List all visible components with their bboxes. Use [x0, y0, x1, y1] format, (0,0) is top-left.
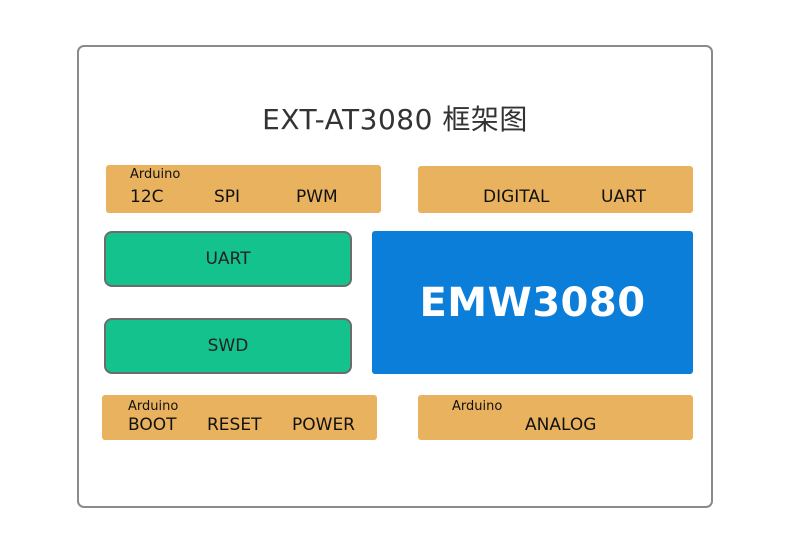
pin-label-digital: DIGITAL: [483, 187, 550, 207]
pin-label-analog: ANALOG: [525, 415, 597, 435]
pin-label-boot: BOOT: [128, 415, 177, 435]
top-right-interface-block: [418, 166, 693, 213]
pin-label-12c: 12C: [130, 187, 164, 207]
bottom-right-interface-block: [418, 395, 693, 440]
emw3080-module-block: EMW3080: [372, 231, 693, 374]
bottom-left-caption: Arduino: [128, 399, 179, 414]
diagram-title: EXT-AT3080 框架图: [262, 103, 528, 136]
top-left-interface-block: [106, 165, 381, 213]
uart-block: UART: [104, 231, 352, 287]
pin-label-uart-top: UART: [601, 187, 647, 207]
pin-label-spi: SPI: [214, 187, 241, 207]
pin-label-pwm: PWM: [296, 187, 338, 207]
pin-label-power: POWER: [292, 415, 355, 435]
bottom-left-interface-block: [102, 395, 377, 440]
top-left-caption: Arduino: [130, 167, 181, 182]
swd-block: SWD: [104, 318, 352, 374]
pin-label-reset: RESET: [207, 415, 262, 435]
bottom-right-caption: Arduino: [452, 399, 503, 414]
